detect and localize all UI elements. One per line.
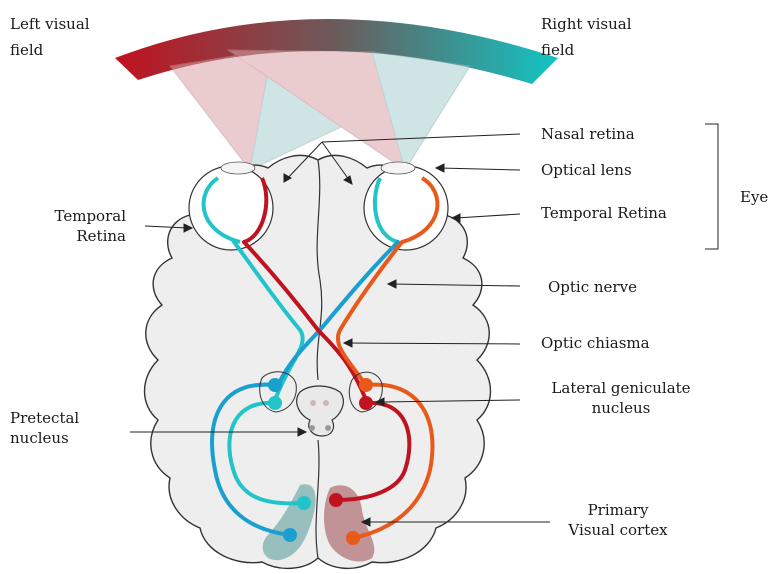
lgn-line1: Lateral geniculate [546, 378, 696, 398]
right-visual-field-line1: Right visual [541, 14, 632, 34]
primary-visual-cortex-line2: Visual cortex [558, 520, 678, 540]
left-visual-field-label: Left visual field [10, 14, 90, 60]
temporal-retina-right-label: Temporal Retina [541, 203, 667, 223]
lgn-line2: nucleus [546, 398, 696, 418]
pretectal-line2: nucleus [10, 428, 79, 448]
left-visual-field-line1: Left visual [10, 14, 90, 34]
primary-visual-cortex-label: Primary Visual cortex [558, 500, 678, 540]
primary-visual-cortex-line1: Primary [558, 500, 678, 520]
optic-nerve-label: Optic nerve [548, 277, 637, 297]
right-visual-field-line2: field [541, 40, 632, 60]
lgn-label: Lateral geniculate nucleus [546, 378, 696, 418]
temporal-retina-left-line1: Temporal [44, 206, 126, 226]
eye-label: Eye [740, 187, 768, 207]
optic-chiasma-label: Optic chiasma [541, 333, 650, 353]
left-visual-field-line2: field [10, 40, 90, 60]
temporal-retina-left-line2: Retina [44, 226, 126, 246]
temporal-retina-left-label: Temporal Retina [44, 206, 126, 246]
projection-cones [170, 50, 470, 170]
right-visual-field-label: Right visual field [541, 14, 632, 60]
pretectal-nucleus-label: Pretectal nucleus [10, 408, 79, 448]
nasal-retina-label: Nasal retina [541, 124, 635, 144]
pretectal-line1: Pretectal [10, 408, 79, 428]
optical-lens-label: Optical lens [541, 160, 632, 180]
